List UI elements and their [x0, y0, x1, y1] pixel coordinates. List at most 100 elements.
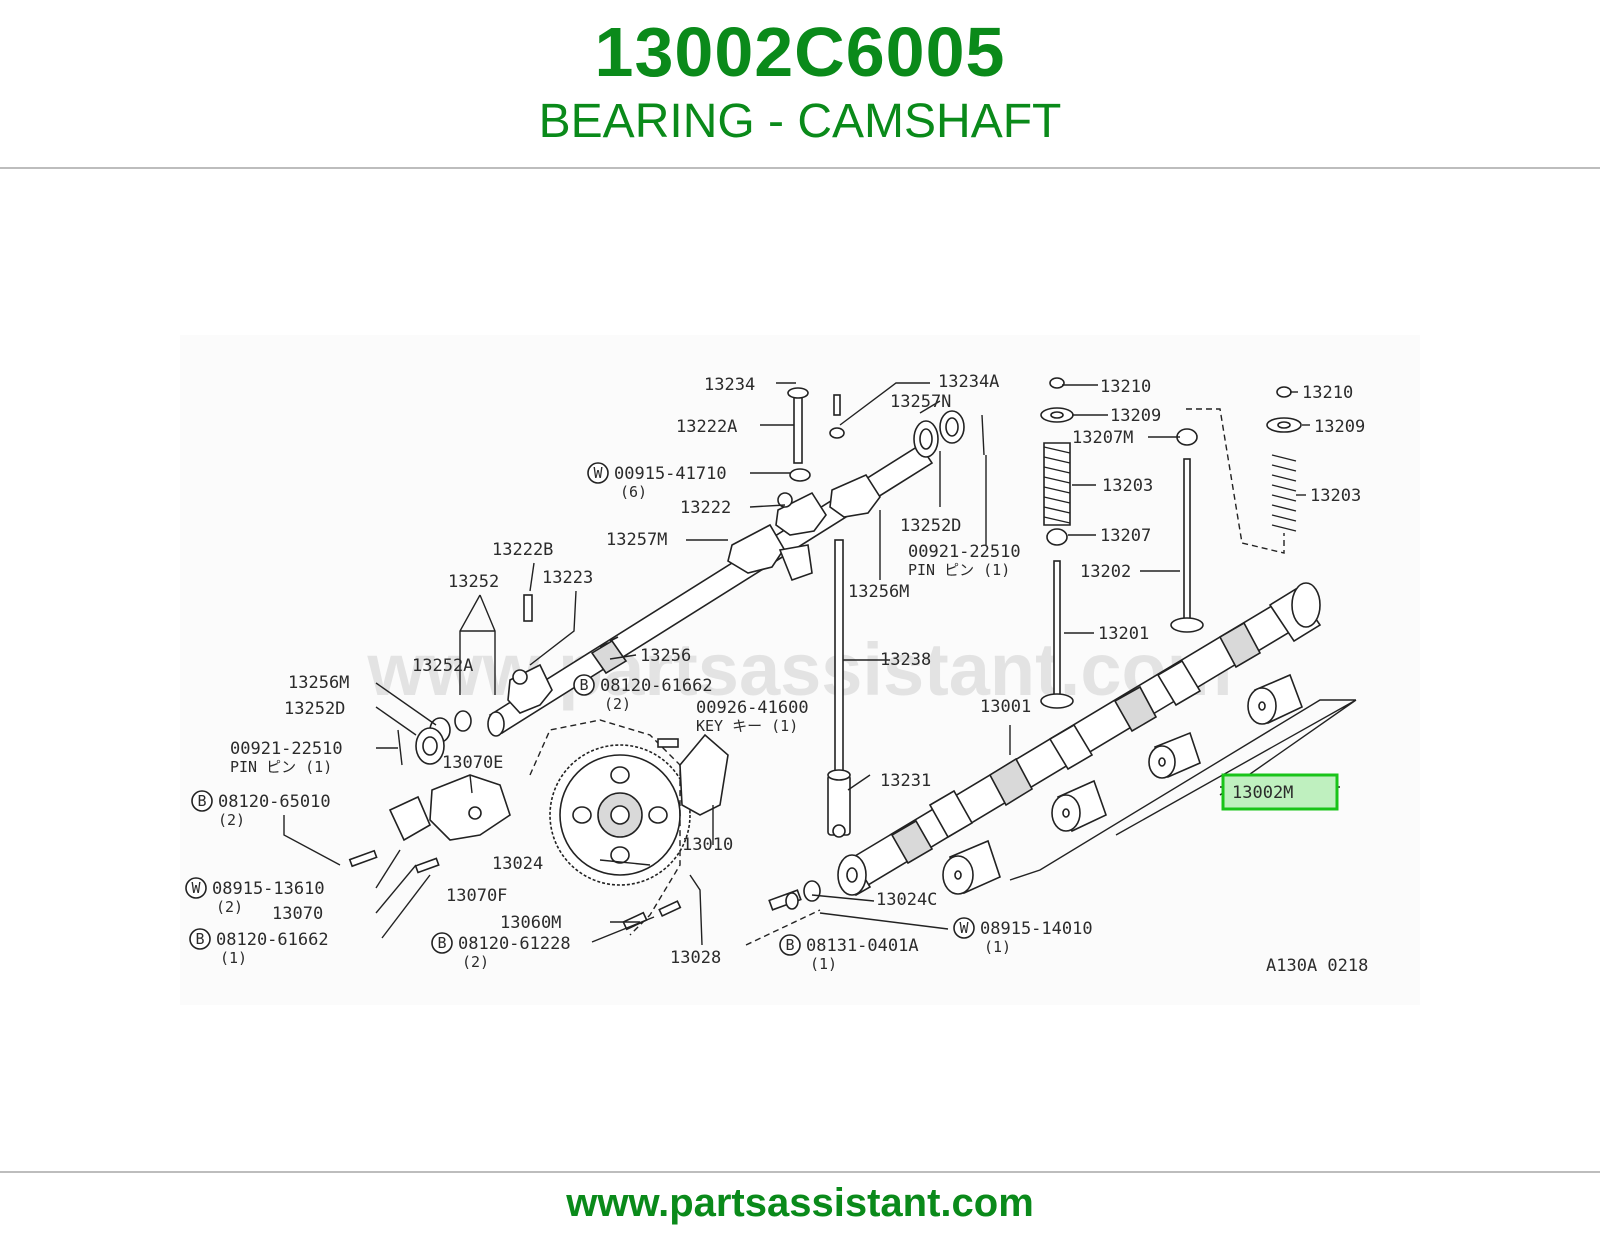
label-13222A: 13222A [676, 417, 737, 437]
label-13070F: 13070F [446, 886, 507, 906]
figure-code: A130A 0218 [1266, 956, 1368, 976]
label-13210-b: 13210 [1302, 383, 1353, 403]
bearing-2 [1148, 731, 1201, 779]
shaft-washers-top [913, 410, 985, 458]
label-13209-b: 13209 [1314, 417, 1365, 437]
label-08915-13610-qty: (2) [216, 898, 243, 916]
label-00915-41710-qty: (6) [620, 483, 647, 501]
label-13001: 13001 [980, 697, 1031, 717]
label-08915-14010-qty: (1) [984, 938, 1011, 956]
bolt-spec-letter-4: B [437, 934, 446, 952]
key-leader-dashed [745, 909, 821, 946]
page-header: 13002C6005 BEARING - CAMSHAFT [0, 0, 1600, 168]
push-rod [827, 539, 851, 838]
bolt-spec-circle-3 [189, 928, 211, 950]
label-13257M: 13257M [606, 530, 667, 550]
bolt-spec-circle-1 [573, 674, 595, 696]
label-13203-a: 13203 [1102, 476, 1153, 496]
label-08120-61662-a-qty: (2) [604, 695, 631, 713]
bolt-spec-circle-5 [779, 934, 801, 956]
label-13257N: 13257N [890, 392, 951, 412]
washer-spec-circle-2 [185, 877, 207, 899]
label-00926-41600: 00926-41600 [696, 698, 809, 718]
bearing-3 [1051, 779, 1107, 833]
bolt-spec-letter-5: B [785, 936, 794, 954]
washer-spec-letter-3: W [959, 919, 969, 937]
label-13070E: 13070E [442, 753, 503, 773]
label-08120-61228: 08120-61228 [458, 934, 571, 954]
valve-assembly-right [1186, 386, 1302, 554]
label-13252D-top: 13252D [900, 516, 961, 536]
camshaft-bearings [942, 673, 1357, 895]
camshaft [837, 582, 1322, 897]
label-13207: 13207 [1100, 526, 1151, 546]
bolt-spec-letter-3: B [195, 930, 204, 948]
washer-spec-circle-3 [953, 917, 975, 939]
washer-spec-circle-1 [587, 462, 609, 484]
label-00921-pin-top: PIN ピン (1) [908, 561, 1010, 579]
label-13010: 13010 [682, 835, 733, 855]
label-08120-61228-qty: (2) [462, 953, 489, 971]
label-13252D-left: 13252D [284, 699, 345, 719]
label-00915-41710: 00915-41710 [614, 464, 727, 484]
label-08120-65010: 08120-65010 [218, 792, 331, 812]
label-08131-0401A: 08131-0401A [806, 936, 919, 956]
label-08120-61662-b: 08120-61662 [216, 930, 329, 950]
bolt-spec-circle-4 [431, 932, 453, 954]
bearing-1 [1247, 673, 1304, 725]
label-13223: 13223 [542, 568, 593, 588]
highlight-13002M-box [1221, 773, 1339, 811]
rocker-arm-mid [727, 473, 881, 582]
label-13231: 13231 [880, 771, 931, 791]
label-08120-61662-b-qty: (1) [220, 949, 247, 967]
label-13256: 13256 [640, 646, 691, 666]
label-13028: 13028 [670, 948, 721, 968]
footer-divider [0, 1171, 1600, 1173]
label-00921-22510-left: 00921-22510 [230, 739, 343, 759]
label-13060M: 13060M [500, 913, 561, 933]
adjust-screws [523, 387, 845, 622]
part-labels: 13234 13234A 13257N 13222A W 00915-41710… [185, 372, 1368, 976]
label-08120-65010-qty: (2) [218, 811, 245, 829]
label-00921-22510-top: 00921-22510 [908, 542, 1021, 562]
label-13203-b: 13203 [1310, 486, 1361, 506]
chain-guide [622, 733, 729, 931]
label-13234: 13234 [704, 375, 755, 395]
camshaft-sprocket [549, 744, 691, 886]
label-08915-14010: 08915-14010 [980, 919, 1093, 939]
part-number-title: 13002C6005 [594, 13, 1006, 91]
bolt-spec-letter-2: B [197, 792, 206, 810]
header-divider [0, 167, 1600, 169]
label-13024C: 13024C [876, 890, 937, 910]
bearing-4 [942, 839, 1001, 895]
leader-lines [283, 382, 1310, 946]
bolt-spec-circle-2 [191, 790, 213, 812]
label-13070: 13070 [272, 904, 323, 924]
label-13002M-highlighted: 13002M [1232, 783, 1293, 803]
label-00921-pin-left: PIN ピン (1) [230, 758, 332, 776]
exploded-parts-diagram: www.partsassistant.com [180, 335, 1420, 1005]
label-13234A: 13234A [938, 372, 999, 392]
label-13210-a: 13210 [1100, 377, 1151, 397]
label-13024: 13024 [492, 854, 543, 874]
label-08915-13610: 08915-13610 [212, 879, 325, 899]
label-13252A: 13252A [412, 656, 473, 676]
label-13252: 13252 [448, 572, 499, 592]
label-13222B: 13222B [492, 540, 553, 560]
footer-site-link[interactable]: www.partsassistant.com [566, 1181, 1034, 1225]
label-13209-a: 13209 [1110, 406, 1161, 426]
valve-assembly-center [1170, 428, 1204, 633]
label-08120-61662-a: 08120-61662 [600, 676, 713, 696]
label-13201: 13201 [1098, 624, 1149, 644]
rocker-arm-front [507, 663, 553, 714]
label-13256M-left: 13256M [288, 673, 349, 693]
chain-tensioner [348, 774, 511, 874]
valve-assembly-left [1040, 377, 1074, 709]
left-end-washers [397, 710, 472, 766]
label-13238: 13238 [880, 650, 931, 670]
diagram-canvas: www.partsassistant.com [180, 335, 1420, 1005]
washer-spec-letter-2: W [191, 879, 201, 897]
label-08131-0401A-qty: (1) [810, 955, 837, 973]
label-13256M-top: 13256M [848, 582, 909, 602]
washer-spec-letter-1: W [593, 464, 603, 482]
